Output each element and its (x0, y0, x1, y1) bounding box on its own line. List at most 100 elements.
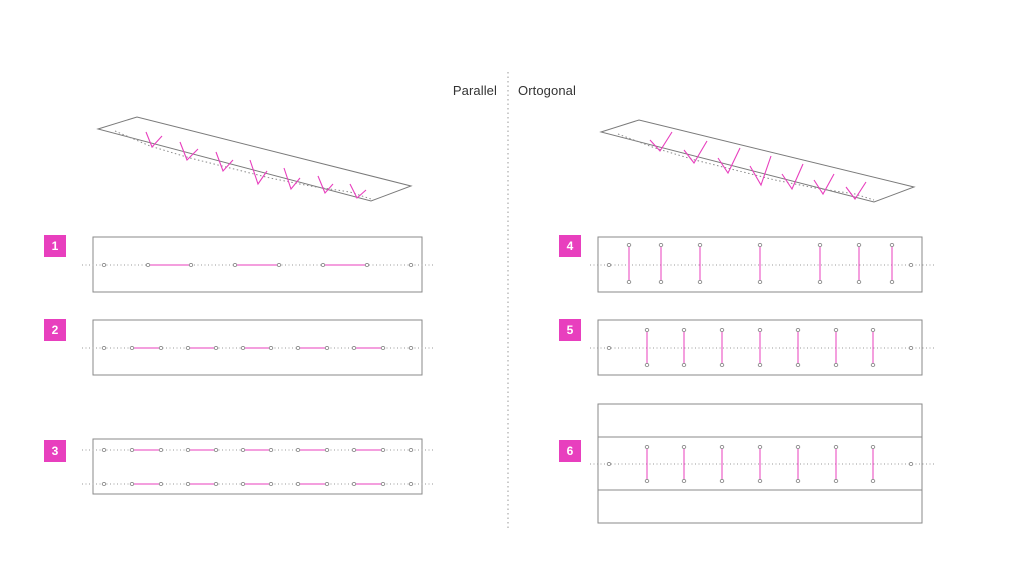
anchor-node (757, 444, 763, 449)
anchor-node (380, 481, 386, 486)
slab-dotted-curve (114, 130, 372, 200)
anchor-node (795, 478, 801, 483)
panel-badge-3: 3 (44, 440, 66, 462)
anchor-node (644, 478, 650, 483)
anchor-node (626, 242, 632, 247)
anchor-node (817, 242, 823, 247)
perspective-slab-orthogonal (599, 119, 916, 203)
anchor-node (795, 362, 801, 367)
panel-badge-2: 2 (44, 319, 66, 341)
anchor-node (817, 279, 823, 284)
anchor-node (644, 327, 650, 332)
anchor-node (213, 345, 219, 350)
anchor-node (185, 345, 191, 350)
anchor-node (908, 461, 914, 466)
anchor-node (833, 327, 839, 332)
anchor-node (795, 444, 801, 449)
anchor-node (158, 481, 164, 486)
anchor-node (908, 262, 914, 267)
anchor-node (719, 478, 725, 483)
anchor-node (268, 447, 274, 452)
anchor-node (606, 262, 612, 267)
panel-3-box (92, 438, 423, 495)
anchor-node (889, 279, 895, 284)
panel-badge-1: 1 (44, 235, 66, 257)
anchor-node (324, 481, 330, 486)
anchor-node (101, 447, 107, 452)
anchor-node (129, 345, 135, 350)
anchor-node (658, 242, 664, 247)
anchor-node (626, 279, 632, 284)
anchor-node (408, 345, 414, 350)
anchor-node (870, 362, 876, 367)
anchor-node (719, 362, 725, 367)
parallel-heading: Parallel (452, 83, 497, 98)
anchor-node (681, 362, 687, 367)
anchor-node (658, 279, 664, 284)
anchor-node (757, 279, 763, 284)
anchor-node (681, 478, 687, 483)
anchor-node (856, 242, 862, 247)
slab-v-marks (649, 131, 867, 200)
anchor-node (232, 262, 238, 267)
anchor-node (185, 447, 191, 452)
anchor-node (856, 279, 862, 284)
anchor-node (757, 362, 763, 367)
slab-v-marks (145, 131, 367, 199)
panel-badge-5: 5 (559, 319, 581, 341)
perspective-slab-parallel (96, 116, 413, 202)
anchor-node (101, 345, 107, 350)
anchor-node (213, 447, 219, 452)
anchor-node (240, 481, 246, 486)
anchor-node (295, 345, 301, 350)
anchor-node (295, 447, 301, 452)
anchor-node (644, 362, 650, 367)
anchor-node (833, 362, 839, 367)
anchor-node (757, 327, 763, 332)
anchor-node (644, 444, 650, 449)
anchor-node (351, 345, 357, 350)
anchor-node (364, 262, 370, 267)
slab-outline (96, 116, 413, 202)
orthogonal-heading: Ortogonal (518, 83, 576, 98)
anchor-node (408, 262, 414, 267)
anchor-node (697, 242, 703, 247)
anchor-node (185, 481, 191, 486)
anchor-node (295, 481, 301, 486)
anchor-node (606, 461, 612, 466)
anchor-node (240, 345, 246, 350)
anchor-node (833, 444, 839, 449)
anchor-node (351, 481, 357, 486)
anchor-node (240, 447, 246, 452)
anchor-node (795, 327, 801, 332)
anchor-node (158, 447, 164, 452)
anchor-node (408, 447, 414, 452)
anchor-node (681, 327, 687, 332)
slab-dotted-curve (617, 133, 875, 201)
anchor-node (833, 478, 839, 483)
anchor-node (129, 447, 135, 452)
anchor-node (351, 447, 357, 452)
anchor-node (870, 327, 876, 332)
anchor-node (870, 444, 876, 449)
anchor-node (158, 345, 164, 350)
anchor-node (719, 327, 725, 332)
anchor-node (719, 444, 725, 449)
anchor-node (606, 345, 612, 350)
anchor-node (870, 478, 876, 483)
anchor-node (276, 262, 282, 267)
anchor-node (101, 481, 107, 486)
anchor-node (380, 345, 386, 350)
anchor-node (681, 444, 687, 449)
anchor-node (129, 481, 135, 486)
anchor-node (268, 481, 274, 486)
anchor-node (324, 345, 330, 350)
panel-marks (82, 242, 934, 486)
anchor-node (324, 447, 330, 452)
panel-badge-6: 6 (559, 440, 581, 462)
slab-outline (599, 119, 916, 203)
anchor-node (757, 242, 763, 247)
anchor-node (268, 345, 274, 350)
anchor-node (757, 478, 763, 483)
